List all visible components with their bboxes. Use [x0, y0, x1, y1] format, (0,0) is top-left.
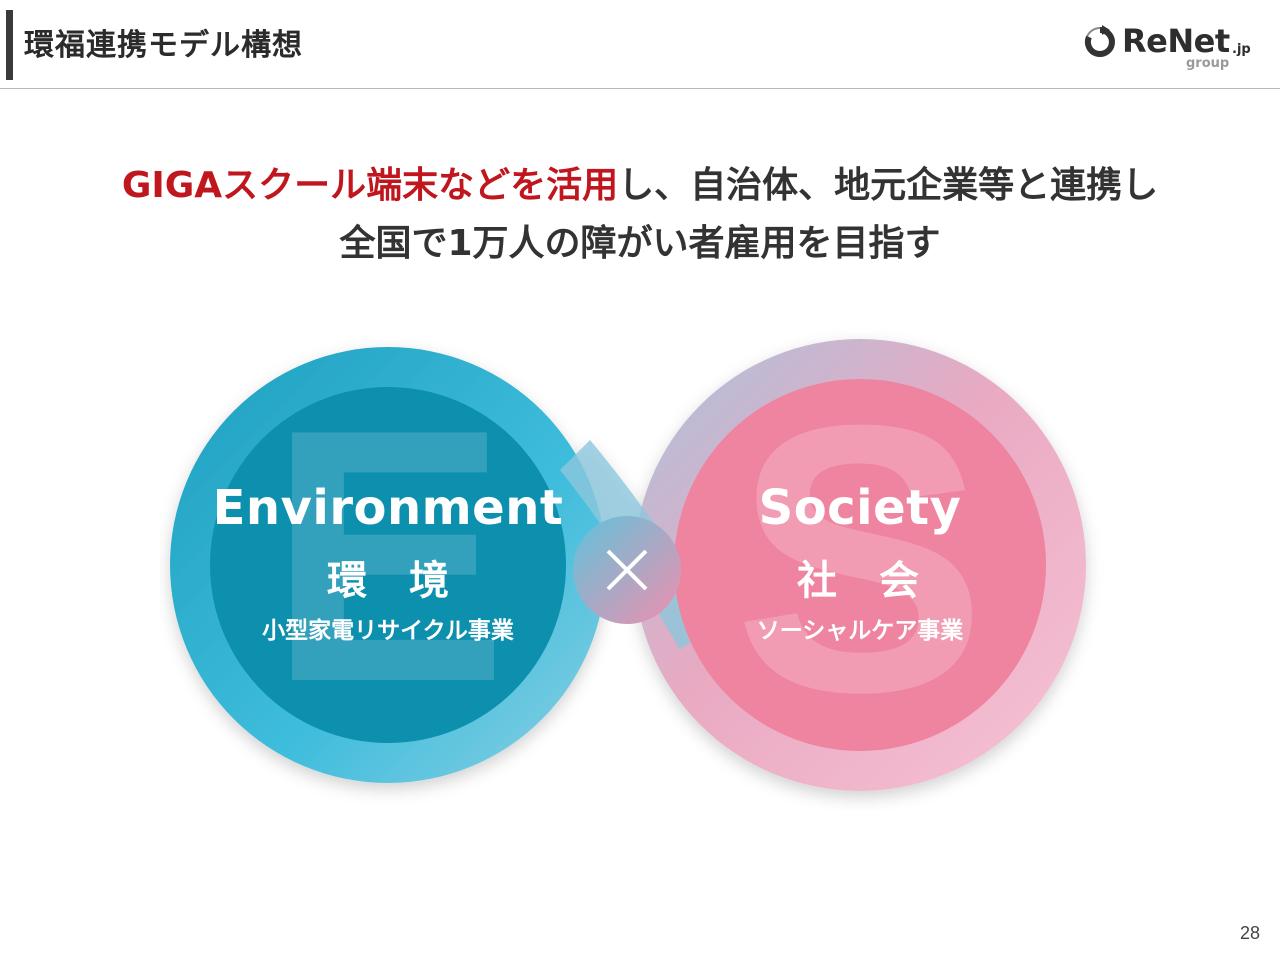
connector-hub — [572, 515, 682, 625]
header-accent-bar — [6, 10, 13, 80]
left-japanese-label: 環 境 — [327, 558, 463, 604]
renet-logo: ReNet .jp group — [1082, 20, 1262, 76]
renet-logo-icon — [1084, 25, 1115, 57]
header-divider — [0, 88, 1280, 89]
logo-tagline: group — [1186, 56, 1230, 71]
left-watermark-letter: E — [268, 355, 508, 757]
infinity-graphic: E S — [170, 339, 1086, 791]
left-english-label: Environment — [212, 480, 564, 536]
left-business-label: 小型家電リサイクル事業 — [262, 618, 514, 644]
right-watermark-letter: S — [733, 346, 986, 771]
infinity-diagram: E S Environment 環 境 小型家電リサイクル事業 Society … — [160, 320, 1120, 810]
left-core — [210, 387, 566, 743]
right-english-label: Society — [758, 480, 962, 536]
right-japanese-label: 社 会 — [797, 558, 933, 604]
slide-title: 環福連携モデル構想 — [24, 28, 303, 63]
logo-tld: .jp — [1232, 42, 1251, 57]
page-number: 28 — [1239, 923, 1260, 943]
times-icon — [573, 516, 681, 624]
right-core — [674, 379, 1046, 751]
headline-line-1-rest: し、自治体、地元企業等と連携し — [618, 165, 1159, 206]
headline-line-1: GIGAスクール端末などを活用し、自治体、地元企業等と連携し — [0, 156, 1280, 208]
logo-wordmark: ReNet — [1122, 22, 1230, 60]
slide-header: 環福連携モデル構想 ReNet .jp group — [0, 0, 1280, 90]
headline-accent: GIGAスクール端末などを活用 — [121, 165, 619, 206]
right-business-label: ソーシャルケア事業 — [756, 618, 964, 644]
headline-line-2: 全国で1万人の障がい者雇用を目指す — [339, 223, 941, 264]
